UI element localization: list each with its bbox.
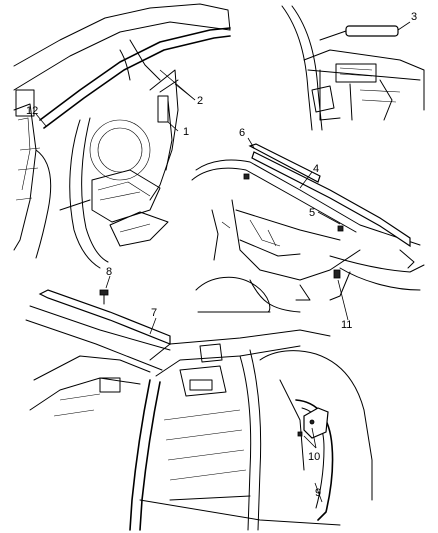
panel-b-roof-rail xyxy=(281,5,425,131)
panel-d-door-opening xyxy=(25,289,373,531)
callout-3: 3 xyxy=(411,11,417,23)
callout-labels: 1 2 3 4 5 6 7 8 9 10 11 12 xyxy=(26,11,417,499)
callout-1: 1 xyxy=(183,126,189,138)
callout-7: 7 xyxy=(151,307,157,319)
panel-a-pillar-interior xyxy=(13,3,231,269)
callout-11: 11 xyxy=(341,319,352,331)
callout-10: 10 xyxy=(308,451,320,463)
callout-12: 12 xyxy=(26,105,38,117)
callout-6: 6 xyxy=(239,127,245,139)
callout-8: 8 xyxy=(106,266,112,278)
callout-4: 4 xyxy=(313,163,319,175)
callout-5: 5 xyxy=(309,207,315,219)
leader-lines xyxy=(35,21,411,503)
panel-c-liftgate-opening xyxy=(191,143,425,313)
callout-9: 9 xyxy=(315,487,321,499)
callout-2: 2 xyxy=(197,95,203,107)
